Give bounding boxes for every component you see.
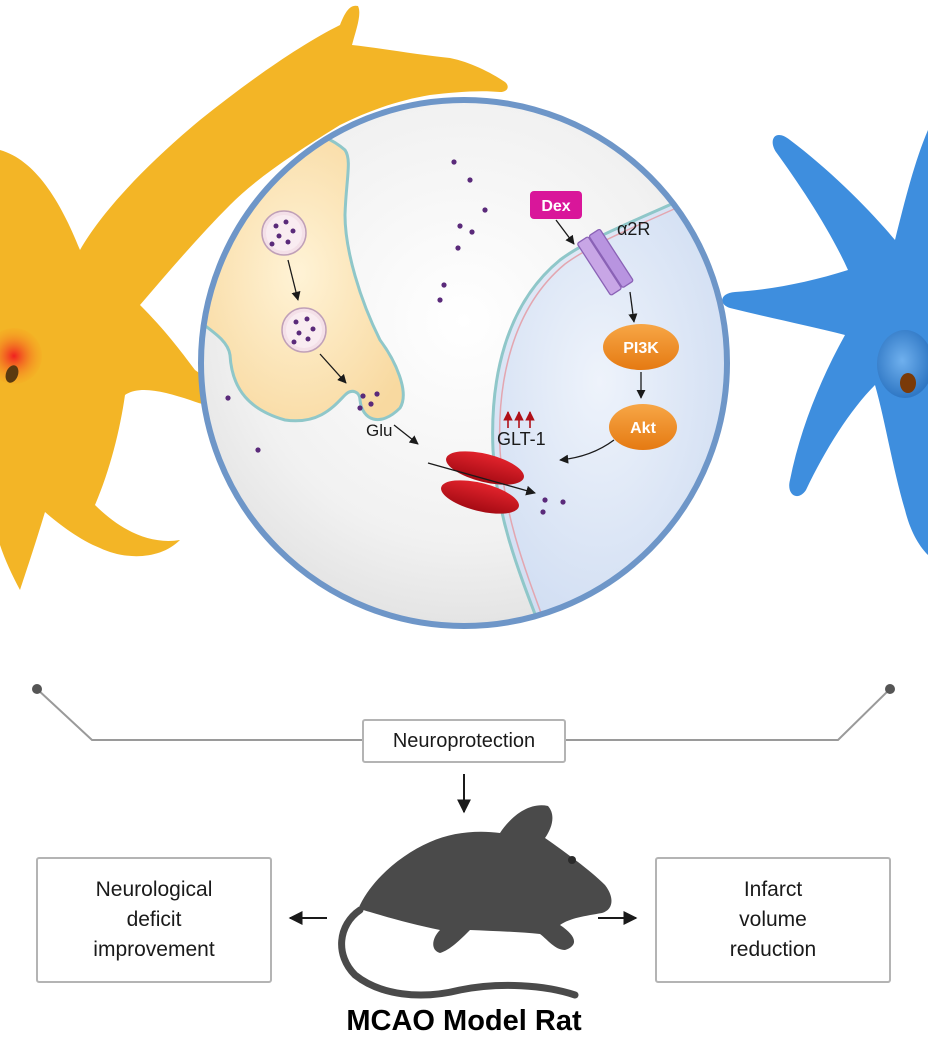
neuron-cell — [0, 5, 508, 590]
rat-silhouette — [338, 805, 612, 999]
dex-label: Dex — [541, 198, 570, 215]
outcome-right-box: Infarct volume reduction — [655, 857, 891, 983]
alpha2-receptor: α2R — [577, 219, 650, 296]
upregulation-arrows — [503, 411, 535, 428]
neuroprotection-box: Neuroprotection — [362, 719, 566, 763]
dex-chip: Dex — [530, 191, 582, 219]
pi3k-label: PI3K — [623, 340, 659, 357]
glt1-transporter — [441, 451, 524, 514]
model-title: MCAO Model Rat — [346, 1005, 582, 1037]
astrocyte-cell — [722, 130, 928, 555]
synaptic-vesicle-1 — [261, 210, 307, 256]
outcome-left-box: Neurological deficit improvement — [36, 857, 272, 983]
left-connector-dot — [32, 684, 42, 694]
akt-to-glt1-arrow — [559, 439, 615, 464]
receptor-label: α2R — [617, 219, 650, 239]
akt-node: Akt — [609, 404, 677, 450]
right-connector-dot — [885, 684, 895, 694]
outcome-left-label: Neurological deficit improvement — [93, 878, 215, 961]
synaptic-vesicle-2 — [281, 307, 327, 353]
glu-label: Glu — [366, 421, 392, 440]
neuroprotection-connector — [36, 688, 891, 741]
pi3k-node: PI3K — [603, 324, 679, 370]
magnified-synapse: Dex α2R PI3K Akt GLT-1 — [198, 97, 730, 629]
glutamate-dots — [225, 159, 566, 515]
akt-label: Akt — [630, 420, 656, 437]
glt1-label: GLT-1 — [497, 429, 546, 449]
neuroprotection-label: Neuroprotection — [392, 729, 536, 752]
glutamate-uptake-arrow — [427, 462, 536, 496]
outcome-right-label: Infarct volume reduction — [729, 878, 817, 961]
